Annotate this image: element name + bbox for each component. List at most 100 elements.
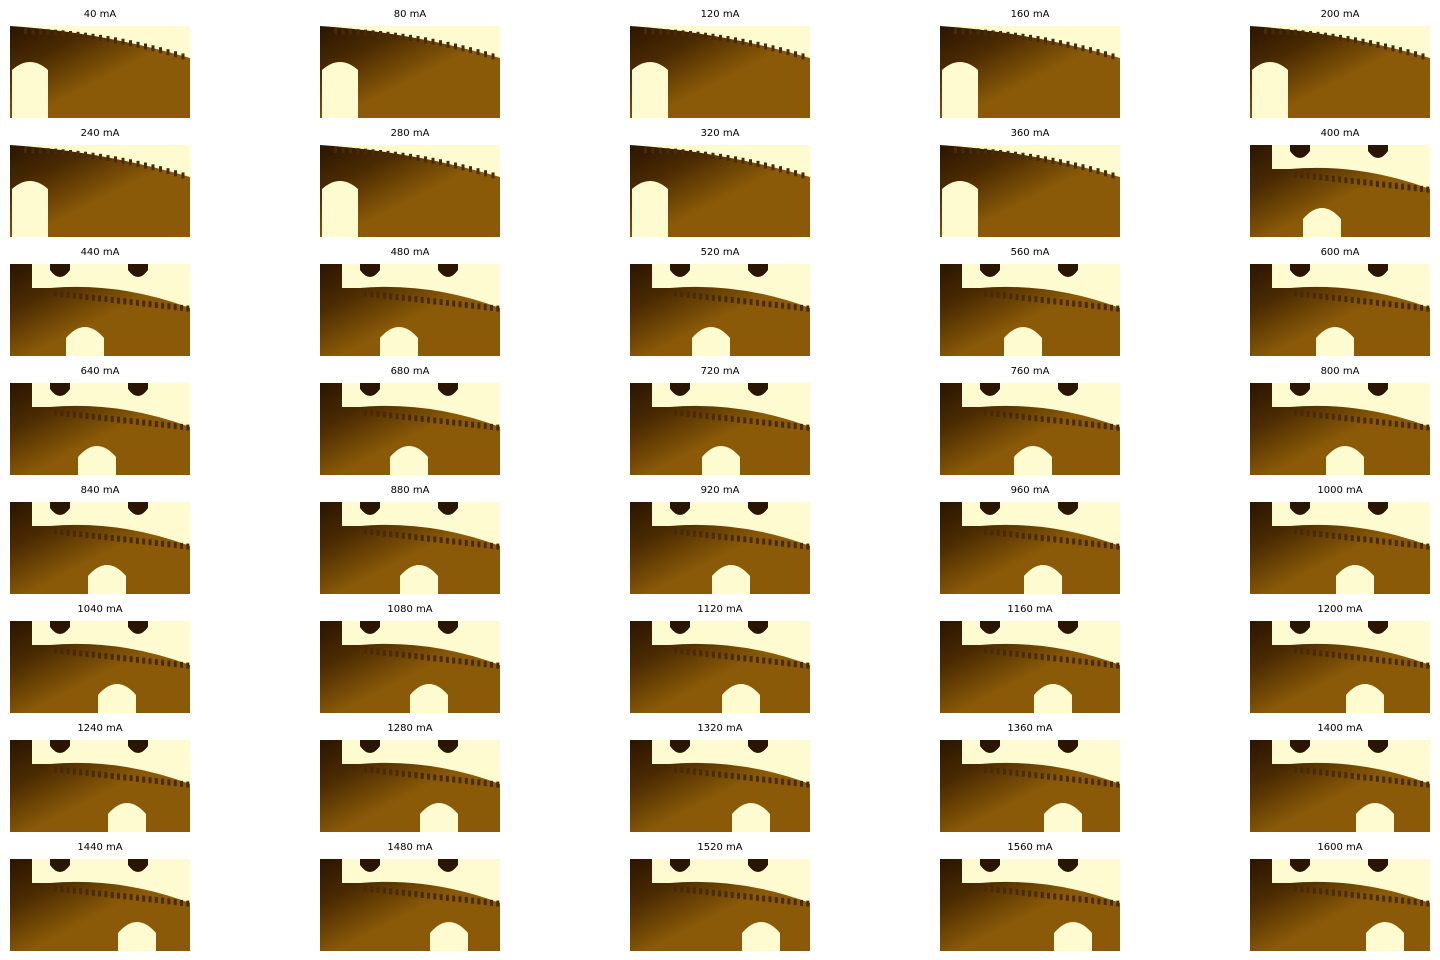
gear-tooth	[99, 34, 102, 41]
block-hole	[1290, 621, 1310, 634]
gear-tooth	[771, 164, 775, 171]
gear-tooth	[72, 649, 76, 656]
gear-tooth	[379, 31, 382, 38]
gear-tooth	[1413, 185, 1417, 192]
gear-tooth	[173, 423, 177, 430]
gear-tooth	[60, 291, 64, 298]
frame-image	[320, 264, 500, 356]
gear-tooth	[1312, 887, 1316, 894]
gear-tooth	[371, 30, 375, 37]
gear-tooth	[1059, 775, 1063, 782]
block-hole	[670, 502, 690, 515]
gear-tooth	[151, 45, 155, 52]
gear-tooth	[787, 898, 791, 905]
gear-tooth	[439, 656, 443, 663]
probe-tip	[732, 803, 770, 832]
gear-tooth	[659, 147, 662, 154]
gear-tooth	[471, 540, 475, 547]
gear-tooth	[167, 660, 171, 667]
gear-tooth	[1091, 897, 1095, 904]
gear-tooth	[60, 648, 64, 655]
block-hole	[748, 859, 768, 872]
gear-tooth	[1319, 650, 1323, 657]
block-hole	[1058, 264, 1078, 277]
block-hole	[128, 859, 148, 872]
gear-tooth	[186, 424, 190, 431]
gear-tooth	[1051, 157, 1055, 164]
gear-tooth	[395, 889, 399, 896]
gear-tooth	[173, 542, 177, 549]
gear-tooth	[1414, 51, 1417, 58]
gear-tooth	[484, 170, 487, 177]
gear-tooth	[379, 150, 382, 157]
gear-tooth	[439, 299, 443, 306]
gear-tooth	[726, 36, 730, 43]
probe-tip	[1346, 684, 1384, 713]
gear-tooth	[376, 648, 380, 655]
gear-tooth	[1110, 304, 1113, 311]
gear-tooth	[106, 36, 110, 43]
gear-tooth	[395, 294, 399, 301]
gear-tooth	[76, 31, 80, 38]
probe-tip	[1316, 327, 1354, 356]
gear-tooth	[741, 38, 745, 45]
block-hole	[128, 740, 148, 753]
gear-tooth	[1413, 542, 1417, 549]
gear-tooth	[123, 774, 127, 781]
frame-title: 200 mA	[1320, 9, 1360, 20]
gear-tooth	[1331, 175, 1335, 182]
gear-tooth	[806, 305, 810, 312]
gear-tooth	[174, 51, 177, 58]
frame-image	[1250, 502, 1430, 594]
gear-tooth	[1338, 414, 1342, 421]
gear-tooth	[1407, 660, 1411, 667]
bright-block	[962, 621, 1120, 665]
gear-tooth	[1294, 885, 1297, 892]
bright-band	[320, 26, 500, 58]
gear-tooth	[1006, 31, 1010, 38]
bright-block	[962, 740, 1120, 784]
probe-tip	[322, 181, 358, 237]
frame-image	[940, 859, 1120, 951]
gear-tooth	[85, 770, 89, 777]
gear-tooth	[54, 409, 57, 416]
gear-tooth	[1420, 304, 1423, 311]
gear-tooth	[167, 779, 171, 786]
gear-tooth	[186, 543, 190, 550]
gear-tooth	[72, 768, 76, 775]
gear-tooth	[166, 49, 170, 56]
gear-tooth	[787, 422, 791, 429]
gear-tooth	[705, 770, 709, 777]
gear-tooth	[743, 774, 747, 781]
frame-panel: 240 mA	[10, 127, 190, 237]
gear-tooth	[496, 424, 500, 431]
gear-tooth	[167, 422, 171, 429]
gear-tooth	[371, 149, 375, 156]
frame-image	[1250, 740, 1430, 832]
gear-tooth	[490, 899, 493, 906]
gear-tooth	[341, 147, 345, 154]
gear-tooth	[98, 295, 102, 302]
bright-block	[1272, 740, 1430, 784]
gear-tooth	[471, 897, 475, 904]
gear-tooth	[1002, 292, 1006, 299]
gear-tooth	[1072, 657, 1076, 664]
gear-tooth	[801, 172, 805, 179]
gear-tooth	[1021, 294, 1025, 301]
gear-tooth	[1059, 418, 1063, 425]
frame-panel: 400 mA	[1250, 127, 1430, 237]
block-hole	[1058, 859, 1078, 872]
gear-tooth	[749, 159, 752, 166]
block-hole	[438, 859, 458, 872]
gear-tooth	[749, 894, 753, 901]
gear-tooth	[364, 885, 367, 892]
gear-tooth	[154, 539, 158, 546]
gear-tooth	[370, 767, 374, 774]
gear-tooth	[370, 291, 374, 298]
frame-title: 960 mA	[1010, 485, 1050, 496]
gear-tooth	[681, 149, 685, 156]
frame-panel: 680 mA	[320, 365, 500, 475]
gear-tooth	[1028, 771, 1032, 778]
gear-tooth	[471, 659, 475, 666]
gear-tooth	[180, 899, 183, 906]
